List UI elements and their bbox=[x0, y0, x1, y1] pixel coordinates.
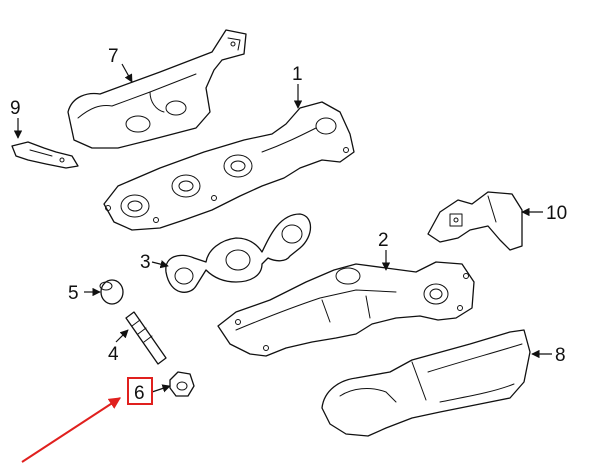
callout-4: 4 bbox=[108, 344, 119, 365]
leader-6 bbox=[151, 384, 171, 393]
callout-6: 6 bbox=[134, 383, 145, 404]
leader-7 bbox=[121, 63, 133, 83]
exhaust-manifold-upper bbox=[103, 101, 355, 231]
callout-7: 7 bbox=[108, 46, 119, 67]
cap bbox=[99, 279, 124, 305]
callout-10: 10 bbox=[546, 203, 567, 224]
heat-shield-lower bbox=[321, 329, 531, 437]
manifold-gasket bbox=[165, 213, 312, 293]
heat-shield-upper bbox=[67, 29, 247, 149]
nut bbox=[169, 371, 195, 397]
exhaust-manifold-lower bbox=[217, 261, 475, 357]
callout-3: 3 bbox=[140, 252, 151, 273]
leader-4 bbox=[115, 329, 129, 343]
bracket-right bbox=[427, 191, 523, 251]
highlight-arrow bbox=[21, 397, 122, 463]
highlight-box bbox=[127, 377, 153, 405]
stud bbox=[125, 311, 167, 365]
callout-1: 1 bbox=[292, 64, 303, 85]
callout-2: 2 bbox=[378, 230, 389, 251]
leader-3 bbox=[151, 260, 169, 269]
callout-5: 5 bbox=[68, 283, 79, 304]
callout-8: 8 bbox=[555, 345, 566, 366]
bracket-left bbox=[11, 141, 79, 169]
callout-9: 9 bbox=[10, 98, 21, 119]
